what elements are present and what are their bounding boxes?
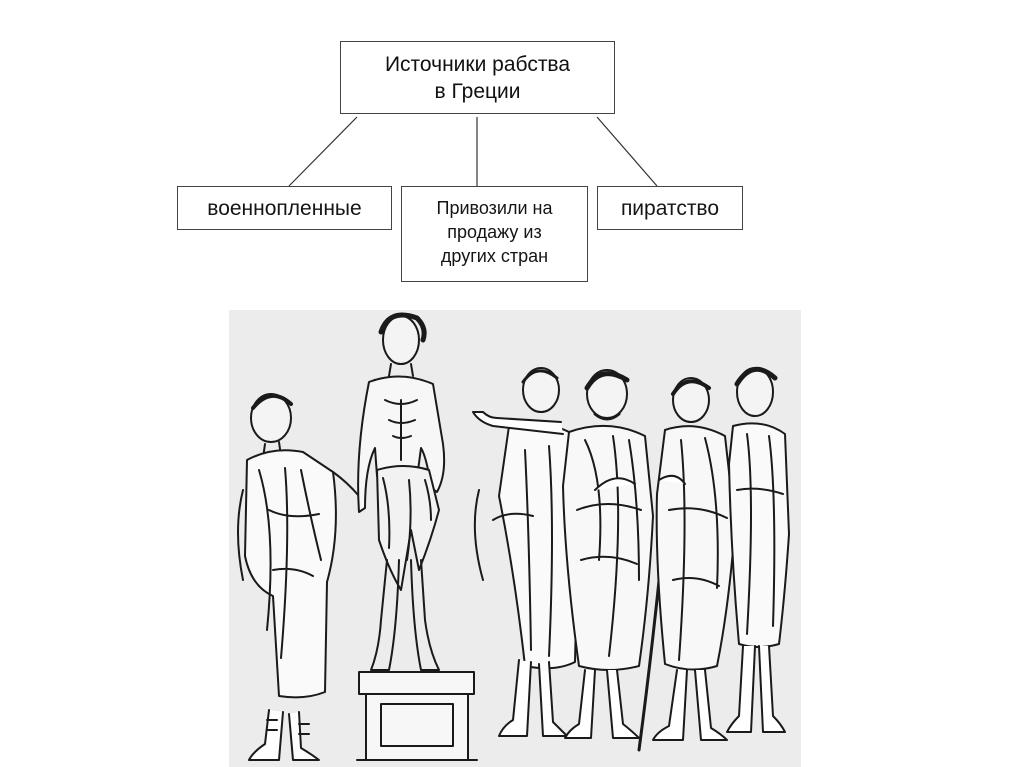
connector-root-to-piracy [597, 117, 657, 186]
source-box-captives: военнопленные [177, 186, 392, 230]
slave-market-illustration [229, 310, 801, 767]
connector-root-to-captives [289, 117, 357, 186]
figure-right-man [653, 378, 735, 740]
figure-central-man [358, 315, 444, 670]
pedestal [357, 672, 477, 760]
figure-left-man [238, 394, 359, 760]
source-label-imported-line-3: других стран [402, 244, 587, 268]
source-label-imported-line-2: продажу из [402, 220, 587, 244]
source-label-piracy: пиратство [621, 197, 719, 220]
source-box-imported: Привозили на продажу из других стран [401, 186, 588, 282]
source-box-piracy: пиратство [597, 186, 743, 230]
figure-pointing-man [473, 368, 581, 736]
slave-market-engraving-icon [229, 310, 801, 767]
source-label-captives: военнопленные [207, 197, 361, 220]
source-label-imported-line-1: Привозили на [402, 196, 587, 220]
diagram-root-box: Источники рабства в Греции [340, 41, 615, 114]
root-title-line-2: в Греции [341, 78, 614, 105]
root-title-line-1: Источники рабства [341, 51, 614, 78]
figure-bearded-man [563, 370, 653, 738]
figure-far-right-man [727, 368, 789, 732]
